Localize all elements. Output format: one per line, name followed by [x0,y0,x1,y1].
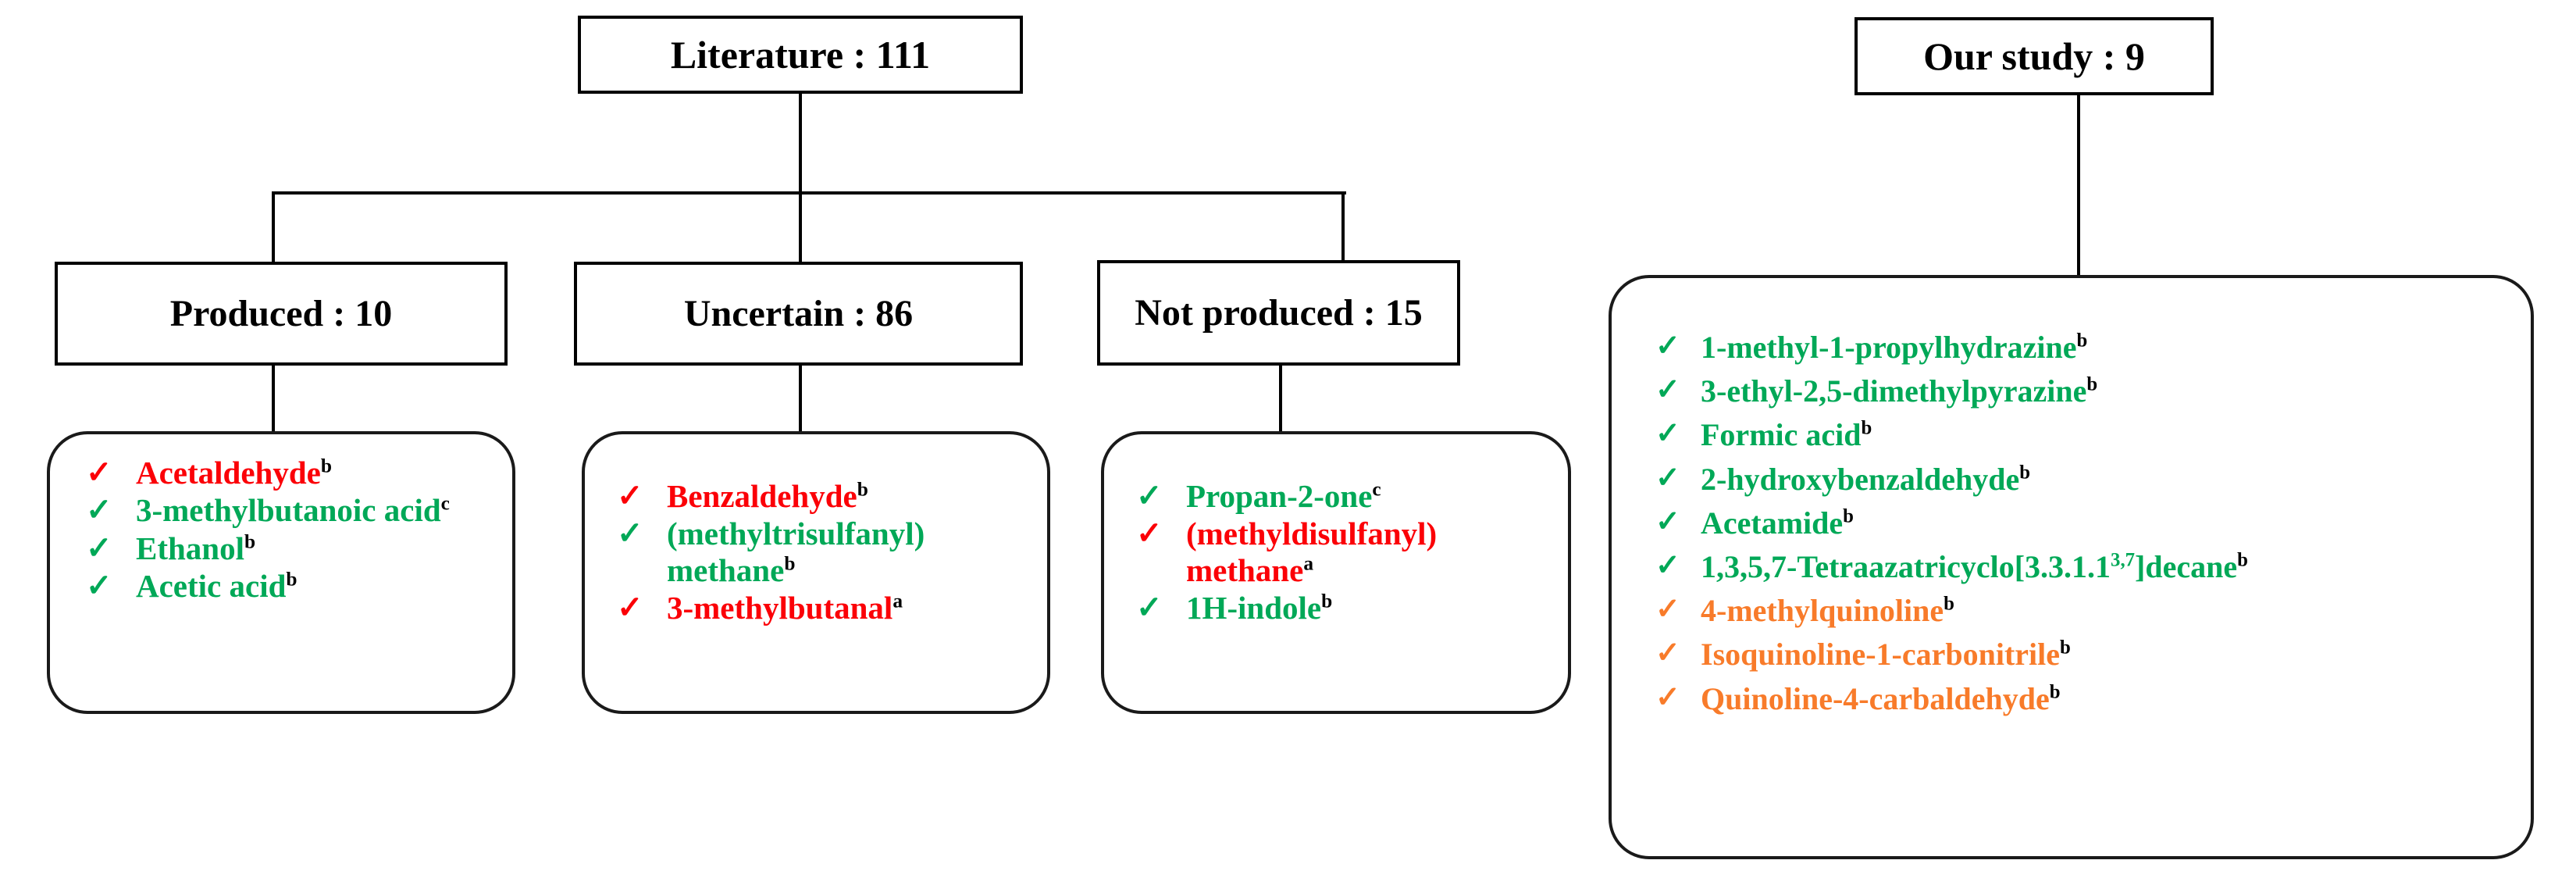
compound-reference-superscript: b [2076,330,2088,352]
compound-reference-superscript: b [857,478,868,501]
compound-reference-superscript: c [1372,478,1381,501]
compound-name: Acetic acidb [136,567,298,604]
list-item: ✓ 3-ethyl-2,5-dimethylpyrazineb [1655,373,2530,409]
node-uncertain: Uncertain : 86 [574,262,1023,366]
list-item: ✓ 3-methylbutanala [617,590,1042,626]
compound-name: 4-methylquinolineb [1701,593,1954,629]
connector-produced-to-list [272,364,275,433]
list-item: ✓ (methyldisulfanyl) methanea [1136,516,1566,588]
compound-name: Benzaldehydeb [667,478,868,514]
list-item: ✓ (methyltrisulfanyl) methaneb [617,516,1042,588]
compound-reference-superscript: b [784,552,796,574]
compound-inner-superscript: 3,7 [2111,549,2136,571]
compound-reference-superscript: b [2237,549,2248,571]
list-item: ✓ Propan-2-onec [1136,478,1566,514]
list-item: ✓ 4-methylquinolineb [1655,593,2530,628]
compound-reference-superscript: b [320,455,332,477]
list-item: ✓ Isoquinoline-1-carbonitrileb [1655,637,2530,672]
compound-name: Quinoline-4-carbaldehydeb [1701,680,2061,716]
compound-name: 3-ethyl-2,5-dimethylpyrazineb [1701,373,2098,409]
connector-our-study-to-list [2077,94,2080,277]
check-icon: ✓ [86,567,112,603]
compound-reference-superscript: b [2019,462,2030,484]
compound-name: 3-methylbutanoic acidc [136,492,450,529]
check-icon: ✓ [1136,478,1163,513]
compound-name: 3-methylbutanala [667,589,903,626]
compound-reference-superscript: b [244,530,256,552]
check-icon: ✓ [1655,593,1680,626]
check-icon: ✓ [1655,637,1680,670]
compound-reference-superscript: c [440,492,450,515]
list-produced-compounds: ✓ Acetaldehydeb ✓ 3-methylbutanoic acidc ✓ Et… [86,455,508,605]
node-literature: Literature : 111 [578,16,1023,94]
check-icon: ✓ [1655,373,1680,407]
connector-drop-produced [272,191,275,263]
list-item: ✓ 1H-indoleb [1136,590,1566,626]
connector-drop-uncertain [799,191,802,263]
compound-name: (methyldisulfanyl) methanea [1186,516,1438,588]
compound-name: 1H-indoleb [1186,589,1333,626]
compound-name: 2-hydroxybenzaldehydeb [1701,461,2030,497]
compound-reference-superscript: b [1861,418,1872,440]
panel-our-study-compounds [1609,275,2534,859]
check-icon: ✓ [617,516,643,551]
panel-produced-compounds [47,431,515,714]
compound-reference-superscript: a [893,590,903,612]
compound-reference-superscript: b [2060,637,2071,658]
check-icon: ✓ [617,589,643,625]
list-uncertain-compounds: ✓ Benzaldehydeb ✓ (methyltrisulfanyl) metha… [617,478,1042,627]
compound-name: (methyltrisulfanyl) methaneb [667,516,925,588]
check-icon: ✓ [1136,589,1163,625]
list-item: ✓ Acetaldehydeb [86,455,508,491]
compound-name: 1,3,5,7-Tetraazatricyclo[3.3.1.13,7]deca… [1701,548,2248,584]
check-icon: ✓ [1655,505,1680,538]
list-not-produced-compounds: ✓ Propan-2-onec ✓ (methyldisulfanyl) methan… [1136,478,1566,627]
check-icon: ✓ [1655,680,1680,714]
check-icon: ✓ [86,530,112,566]
check-icon: ✓ [1655,330,1680,362]
compound-reference-superscript: b [2086,373,2098,395]
compound-reference-superscript: b [1944,593,1954,615]
list-item: ✓ 3-methylbutanoic acidc [86,492,508,528]
list-item: ✓ 2-hydroxybenzaldehydeb [1655,462,2530,497]
check-icon: ✓ [1655,417,1680,451]
compound-reference-superscript: b [1321,590,1333,612]
list-item: ✓ Ethanolb [86,530,508,566]
compound-name: Acetamideb [1701,505,1854,541]
node-our-study: Our study : 9 [1855,17,2214,95]
panel-uncertain-compounds [582,431,1050,714]
compound-name: 1-methyl-1-propylhydrazineb [1701,330,2088,365]
connector-horizontal-bus [273,191,1346,195]
check-icon: ✓ [1655,548,1680,582]
compound-name: Acetaldehydeb [136,455,332,491]
list-item: ✓ Acetamideb [1655,505,2530,541]
list-our-study-compounds: ✓ 1-methyl-1-propylhydrazineb ✓ 3-ethyl-2,5… [1655,330,2530,725]
connector-literature-stem [799,94,802,195]
check-icon: ✓ [86,492,112,528]
connector-uncertain-to-list [799,364,802,433]
compound-reference-superscript: a [1303,552,1314,574]
compound-reference-superscript: b [2049,681,2061,703]
compound-name: Ethanolb [136,530,256,566]
compound-reference-superscript: b [286,568,298,591]
node-produced: Produced : 10 [55,262,508,366]
check-icon: ✓ [617,478,643,513]
list-item: ✓ Formic acidb [1655,417,2530,452]
check-icon: ✓ [1655,461,1680,494]
compound-name: Formic acidb [1701,417,1872,453]
connector-not-produced-to-list [1279,364,1282,433]
list-item: ✓ Quinoline-4-carbaldehydeb [1655,681,2530,716]
compound-reference-superscript: b [1843,505,1854,527]
compound-name: Isoquinoline-1-carbonitrileb [1701,637,2071,673]
panel-not-produced-compounds [1101,431,1571,714]
list-item: ✓ Acetic acidb [86,568,508,604]
list-item: ✓ 1,3,5,7-Tetraazatricyclo[3.3.1.13,7]dec… [1655,549,2530,584]
check-icon: ✓ [1136,516,1163,551]
list-item: ✓ 1-methyl-1-propylhydrazineb [1655,330,2530,365]
list-item: ✓ Benzaldehydeb [617,478,1042,514]
connector-drop-not-produced [1341,191,1345,263]
compound-name: Propan-2-onec [1186,478,1381,514]
check-icon: ✓ [86,455,112,490]
node-not-produced: Not produced : 15 [1097,260,1460,366]
